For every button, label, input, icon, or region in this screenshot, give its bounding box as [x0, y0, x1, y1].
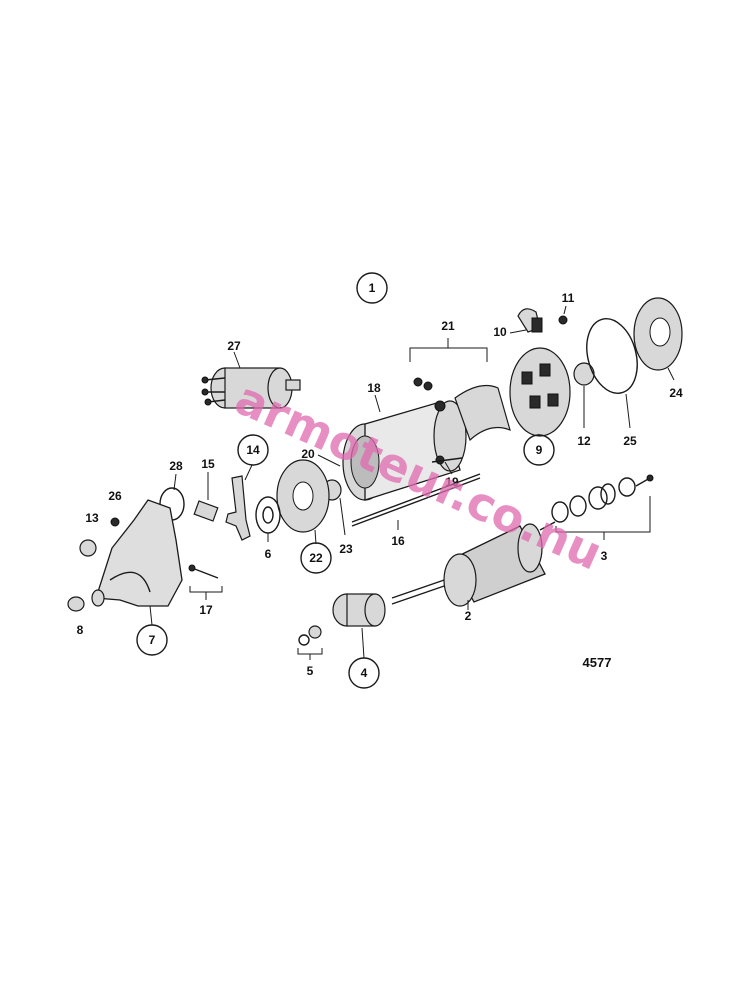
callout-7 [136, 624, 168, 656]
label-26: 26 [108, 489, 122, 503]
label-20: 20 [301, 447, 315, 461]
label-21: 21 [441, 319, 455, 333]
drive-pinion [332, 593, 386, 627]
callout-1: 1 [356, 272, 388, 304]
drive-end-housing [91, 499, 183, 607]
label-9: 9 [536, 443, 543, 457]
through-bolt-19 [431, 457, 463, 463]
callout-14 [237, 434, 269, 466]
callout-22 [300, 542, 332, 574]
label-11: 11 [562, 291, 575, 305]
label-17: 17 [199, 603, 213, 617]
bushing-8 [67, 596, 85, 612]
label-27: 27 [227, 339, 241, 353]
brush-holder-plate [509, 347, 571, 437]
pin-17 [188, 564, 219, 579]
label-15: 15 [201, 457, 215, 471]
stop-ring-5 [298, 625, 322, 646]
label-2: 2 [465, 609, 472, 623]
nut-26 [110, 517, 120, 527]
bushing-12 [573, 362, 595, 386]
armature [391, 521, 556, 607]
field-shield [454, 385, 511, 442]
bearing-plate-22 [276, 459, 330, 533]
label-6: 6 [265, 547, 272, 561]
brush-spring-11 [558, 315, 568, 325]
label-22: 22 [309, 551, 323, 565]
bushing-13 [79, 539, 97, 557]
pin-15 [193, 500, 219, 522]
screw-pair [413, 377, 433, 391]
label-24: 24 [669, 386, 683, 400]
label-14: 14 [246, 443, 260, 457]
yoke-housing [342, 400, 467, 501]
label-28: 28 [169, 459, 183, 473]
solenoid-part [201, 367, 301, 409]
label-13: 13 [85, 511, 99, 525]
label-10: 10 [493, 325, 507, 339]
label-7: 7 [149, 633, 156, 647]
label-25: 25 [623, 434, 637, 448]
label-1: 1 [369, 281, 376, 295]
label-4: 4 [361, 666, 368, 680]
washer-6 [255, 496, 281, 534]
label-18: 18 [367, 381, 381, 395]
figure-code: 4577 [583, 655, 612, 670]
label-5: 5 [307, 664, 314, 678]
label-16: 16 [391, 534, 405, 548]
bracket-21 [409, 338, 488, 362]
label-23: 23 [339, 542, 353, 556]
callout-9 [523, 434, 555, 466]
callout-4 [348, 657, 380, 689]
brush-10 [517, 308, 543, 333]
through-bolt-16 [351, 473, 481, 527]
label-12: 12 [577, 434, 591, 448]
fork-lever-14 [225, 475, 251, 541]
washer-set-3 [551, 474, 654, 523]
o-ring-25 [586, 318, 638, 394]
end-cover-24 [633, 297, 683, 371]
label-3: 3 [601, 549, 608, 563]
label-8: 8 [77, 623, 84, 637]
